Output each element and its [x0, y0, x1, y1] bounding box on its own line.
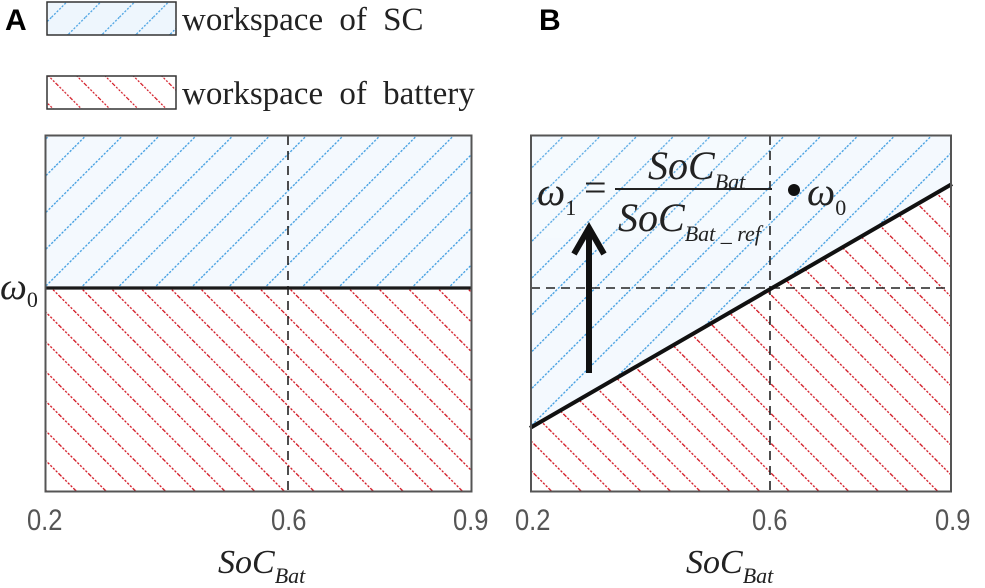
panel-a-plot [44, 134, 473, 493]
formula-num-sub: Bat [714, 169, 746, 194]
formula-rhs-main: ω [807, 169, 836, 214]
formula-equals: = [584, 165, 607, 210]
formula-dot [788, 184, 800, 196]
legend-label-battery: workspace of battery [182, 76, 475, 112]
formula-denominator: SoCBat _ ref [618, 198, 761, 245]
xlabel-main: SoC [686, 544, 743, 581]
ylabel-sub: 0 [26, 287, 38, 312]
panel-b-xlabel: SoCBat [686, 546, 773, 587]
panel-b-boundary-omega1 [528, 182, 954, 430]
panel-a-frame [44, 134, 473, 493]
ylabel-main: ω [0, 266, 27, 308]
panel-label-b: B [539, 4, 561, 37]
panel-label-a: A [5, 4, 27, 37]
formula-lhs-main: ω [537, 169, 566, 214]
formula-lhs: ω1 [537, 172, 576, 219]
panel-a-tick-2: 0.9 [453, 504, 489, 537]
panel-b-up-arrow-icon [571, 221, 607, 373]
panel-b-tick-0: 0.2 [515, 504, 551, 537]
formula-rhs: ω0 [807, 172, 846, 219]
panel-a-ylabel: ω0 [0, 268, 38, 311]
panel-b-plot [528, 134, 954, 493]
panel-b-frame [530, 134, 952, 493]
formula-numerator: SoCBat [648, 146, 745, 193]
panel-b-tick-2: 0.9 [935, 504, 971, 537]
xlabel-sub: Bat [742, 563, 774, 588]
formula-rhs-sub: 0 [835, 195, 847, 220]
panel-a-xlabel: SoCBat [218, 546, 305, 587]
formula-den-main: SoC [618, 195, 685, 240]
legend-label-sc: workspace of SC [182, 2, 424, 38]
xlabel-main: SoC [218, 544, 275, 581]
panel-b-tick-1: 0.6 [752, 504, 788, 537]
formula-den-sub: Bat _ ref [684, 221, 761, 246]
xlabel-sub: Bat [274, 563, 306, 588]
legend-swatch-battery [46, 75, 177, 110]
legend-swatch-sc [46, 1, 177, 36]
formula-lhs-sub: 1 [565, 195, 577, 220]
panel-a-tick-0: 0.2 [27, 504, 63, 537]
panel-a-tick-1: 0.6 [271, 504, 307, 537]
formula-num-main: SoC [648, 143, 715, 188]
